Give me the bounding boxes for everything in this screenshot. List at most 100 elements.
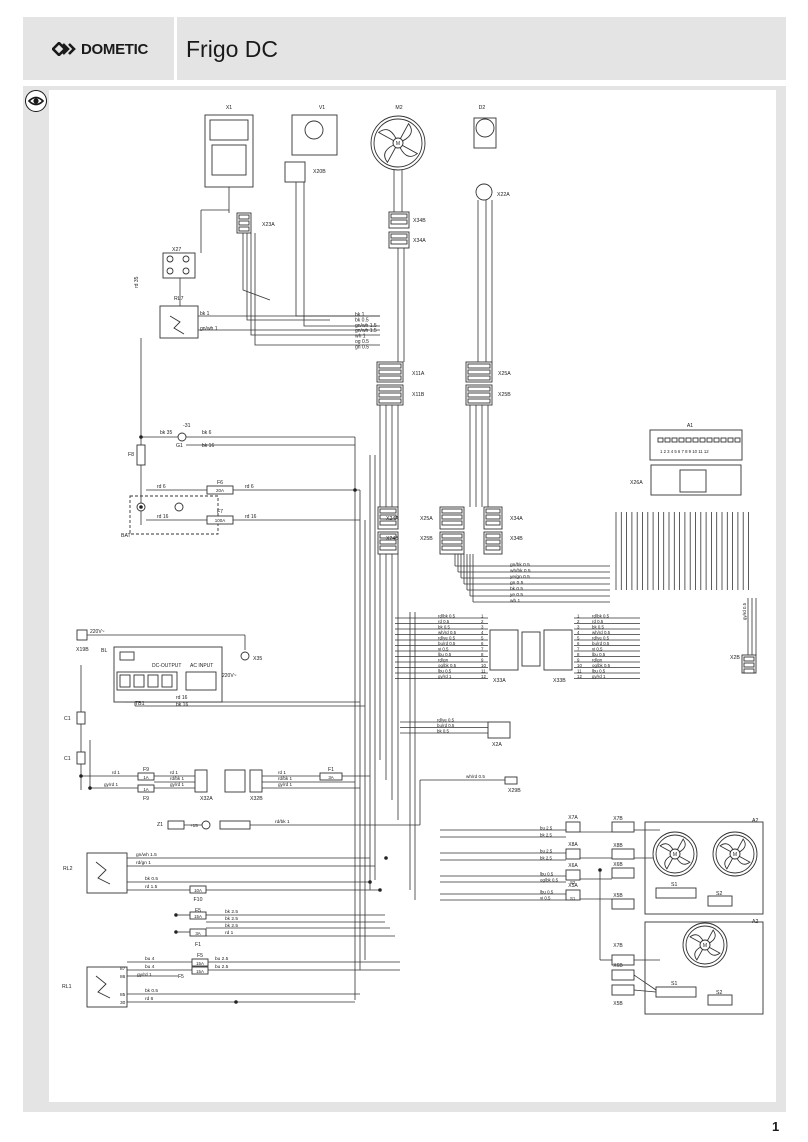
- pin-number: +15: [190, 823, 198, 828]
- connector-pin: [467, 363, 491, 369]
- component-label-x32a: X32A: [200, 796, 213, 802]
- component-label-f1: F1: [195, 942, 201, 948]
- pin-number: 7: [577, 647, 580, 652]
- pin-number: 85: [120, 992, 126, 998]
- eye-icon[interactable]: [25, 90, 47, 112]
- connector-pin: [378, 363, 402, 369]
- a1-pin: [678, 437, 685, 443]
- rl7-coil: [169, 315, 185, 335]
- wire-label: og 0.5: [355, 339, 369, 345]
- f1-fuse-b: [189, 928, 207, 937]
- wire-label: rd/bk 1: [170, 776, 184, 781]
- pin-number: 8: [577, 652, 580, 657]
- wire: [303, 182, 380, 327]
- connector-pin: [743, 662, 755, 668]
- component-label-x7a: X7A: [568, 815, 578, 821]
- component-label-x6b: X6B: [613, 963, 623, 969]
- wire-label: vi 0.5: [438, 647, 449, 652]
- component-label-x6b: X6B: [613, 862, 623, 868]
- connector-pin: [379, 514, 397, 520]
- junction-dot: [174, 930, 178, 934]
- wire-label: rd 6: [157, 484, 166, 490]
- component-label-rl2: RL2: [63, 866, 73, 872]
- fuse-rating: 3A: [195, 931, 200, 936]
- fan-label: M: [733, 852, 737, 858]
- connector-x5b-2: [611, 984, 635, 996]
- component-label-x8b: X8B: [613, 843, 623, 849]
- wire: [246, 233, 330, 321]
- connector-x5a: [565, 889, 581, 901]
- x27-pin: [182, 267, 190, 275]
- a1-pin: [692, 437, 699, 443]
- connector-pin: [467, 398, 491, 404]
- wire-label: rd 1: [225, 930, 234, 936]
- x33b-connector: [543, 629, 573, 671]
- wire-label: rd/gn: [592, 658, 603, 663]
- s1-sensor: [655, 986, 697, 998]
- connector-x7b: [611, 821, 635, 833]
- wire-label: wh/rd 0.5: [438, 630, 457, 635]
- connector-pin: [485, 539, 501, 545]
- connector-x6b: [611, 867, 635, 879]
- wire: [254, 233, 380, 346]
- component-label-x2a: X2A: [492, 742, 502, 748]
- junction-dot: [79, 774, 83, 778]
- component-label-x29b: X29B: [508, 788, 521, 794]
- wire-label: rd/bk 0.5: [592, 614, 610, 619]
- f5-fuse-c: [191, 966, 209, 975]
- component-label-a2: A2: [752, 818, 758, 824]
- component-label-x24a: X24A: [386, 516, 399, 522]
- component-label-z1: Z1: [157, 822, 163, 828]
- wire-label: rd 16: [245, 514, 257, 520]
- connector-pin: [390, 233, 408, 239]
- wire-label: bk 2.5: [540, 832, 553, 837]
- pin-number: 1: [481, 614, 484, 619]
- rl2-coil: [95, 861, 111, 885]
- component-label-a2: A2: [752, 919, 758, 925]
- wire-label: bu/rd 0.5: [437, 723, 455, 728]
- component-label-rl7: RL7: [174, 296, 184, 302]
- pin-number: 11: [481, 669, 486, 674]
- fan-label: M: [396, 141, 400, 147]
- connector-pin: [743, 668, 755, 674]
- g1-ground: [177, 432, 187, 442]
- x32-coupler: [224, 769, 246, 793]
- component-label-tb1: TB1: [135, 701, 145, 707]
- f1-fuse: [319, 772, 343, 781]
- pin-number: 10: [481, 663, 486, 668]
- wire-label: bk 16: [202, 443, 214, 449]
- fan-label: M: [673, 852, 677, 858]
- wire-label: og/bk 0.5: [540, 877, 559, 882]
- wire-label: ye 0.5: [510, 592, 523, 598]
- a2-fan-unit: [644, 821, 764, 915]
- wire-label: og/bk 0.5: [592, 663, 611, 668]
- a1-pin: [699, 437, 706, 443]
- component-label-x5a: X5A: [568, 883, 578, 889]
- pin-number: 6: [577, 641, 580, 646]
- dc-output-label: DC-OUTPUT: [152, 663, 181, 669]
- f6-fuse: [206, 485, 234, 495]
- component-label-x34a: X34A: [510, 516, 523, 522]
- pin-number: 9: [577, 658, 580, 663]
- junction-dot: [139, 435, 143, 439]
- wire-label: bk 2.5: [225, 916, 238, 922]
- a1-pin: [734, 437, 741, 443]
- component-label-s2: S2: [716, 891, 722, 897]
- wire-label: rd/ye 0.5: [592, 636, 610, 641]
- wire-label: bu/rd 0.5: [438, 641, 456, 646]
- a1-pin: [713, 437, 720, 443]
- component-label-x25b: X25B: [420, 536, 433, 542]
- connector-pin: [238, 220, 250, 226]
- ground-label: -31: [183, 423, 191, 429]
- connector-pin: [441, 545, 463, 551]
- wire-label: lbu 0.5: [540, 871, 554, 876]
- rl7-relay: [159, 305, 199, 339]
- pin-number: 2: [481, 619, 484, 624]
- component-label-x20b: X20B: [313, 169, 326, 175]
- x32a-plug: [194, 769, 208, 793]
- connector-pin: [390, 213, 408, 219]
- fuse-rating: 15A: [196, 961, 204, 966]
- fuse-rating: 3A: [328, 775, 333, 780]
- component-label-v1: V1: [319, 105, 325, 111]
- connector-pin: [485, 533, 501, 539]
